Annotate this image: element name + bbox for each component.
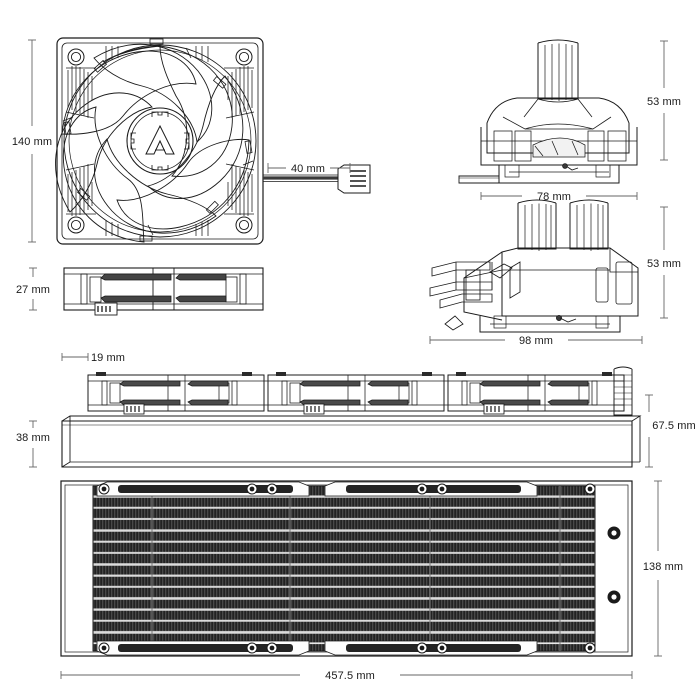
dim-assembly-height (645, 394, 653, 468)
dim-radiator-width (654, 480, 662, 657)
dim-radiator-thickness (29, 420, 37, 468)
dim-label-fan-offset: 19 mm (91, 352, 125, 364)
dim-pump-side-height (660, 206, 668, 319)
dim-label-pump-front-width: 78 mm (537, 191, 571, 203)
radiator-face-view (60, 480, 633, 657)
dim-fan-offset (61, 353, 89, 361)
pump-side-view (429, 199, 639, 333)
arctic-logo-icon (145, 124, 175, 155)
fan-row-side (87, 372, 625, 415)
rad-fan-connectors (123, 403, 505, 415)
dim-label-radiator-thickness: 38 mm (16, 432, 50, 444)
pump-front-view (458, 39, 638, 184)
dim-label-assembly-height: 67.5 mm (652, 420, 696, 432)
radiator-side-view (61, 366, 642, 468)
dim-label-radiator-length: 457.5 mm (325, 670, 375, 682)
dim-cable-length (267, 163, 351, 173)
dim-label-pump-side-width: 98 mm (519, 335, 553, 347)
dim-fan-height (28, 39, 36, 243)
radiator-screw-holes (98, 483, 621, 654)
dim-label-fan-height: 140 mm (12, 136, 52, 148)
pump-top-cylinder (537, 39, 579, 103)
dim-label-cable-length: 40 mm (291, 163, 325, 175)
fan-side-connector (94, 302, 118, 316)
dim-pump-side-width (429, 336, 643, 344)
dim-label-pump-side-height: 53 mm (647, 258, 681, 270)
dim-label-radiator-width: 138 mm (643, 561, 683, 573)
dim-radiator-length (60, 671, 633, 679)
dim-pump-front-width (480, 192, 638, 200)
fan-side-view (63, 267, 264, 316)
dim-fan-thickness (29, 267, 37, 311)
dim-pump-front-height (660, 40, 668, 161)
fan-front-view (55, 37, 264, 245)
dim-label-fan-thickness: 27 mm (16, 284, 50, 296)
hub-notches (130, 111, 190, 171)
radiator-barb (613, 366, 633, 416)
dim-label-pump-front-height: 53 mm (647, 96, 681, 108)
pump-side-cylinders (517, 199, 609, 251)
fan-cable (263, 164, 371, 194)
